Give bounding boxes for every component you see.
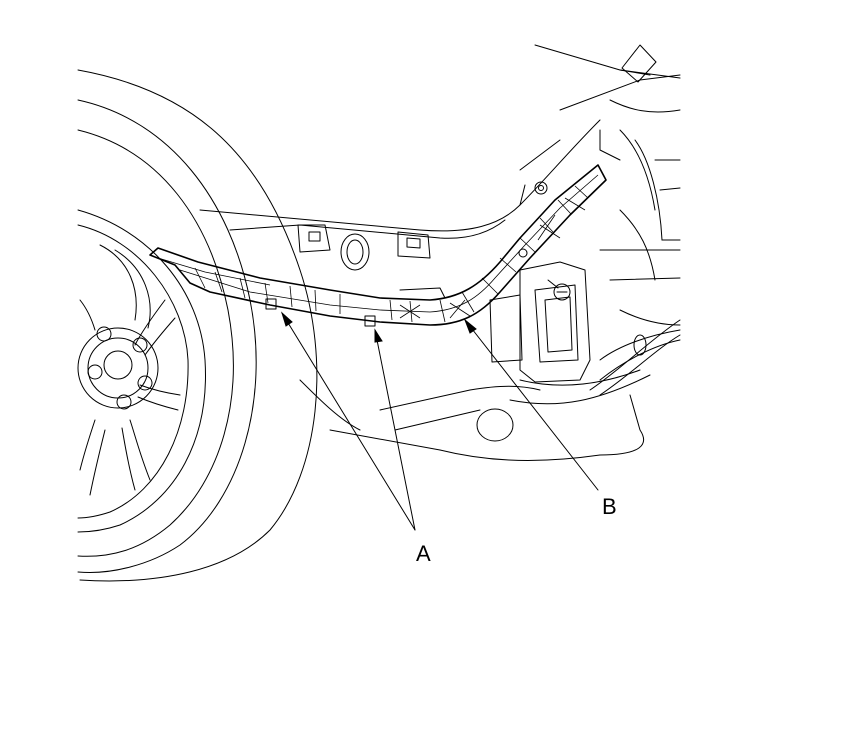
body-structure bbox=[199, 44, 681, 461]
bracket-tab bbox=[399, 287, 446, 299]
wheel-arch-outer bbox=[77, 69, 318, 582]
fender-top-edge bbox=[199, 119, 601, 232]
rim-outer bbox=[77, 224, 189, 519]
lamp-housing bbox=[489, 261, 591, 383]
rim-spokes bbox=[79, 244, 181, 496]
lug-nut bbox=[137, 375, 153, 391]
wheel-group bbox=[77, 69, 318, 582]
arrowhead-a-right bbox=[374, 328, 383, 343]
leader-b bbox=[464, 319, 599, 491]
leader-a-left bbox=[281, 312, 416, 531]
lug-nut bbox=[132, 337, 148, 353]
tire-outer bbox=[77, 99, 257, 573]
bumper-side-bracket bbox=[149, 164, 607, 326]
clip-right bbox=[364, 315, 376, 327]
mounting-screw bbox=[518, 248, 571, 301]
bracket-mount-holes bbox=[297, 181, 548, 271]
retaining-clips bbox=[265, 298, 376, 327]
fender-inner-panel bbox=[229, 219, 506, 239]
arrowhead-a-left bbox=[280, 311, 293, 327]
wire-harness bbox=[589, 319, 681, 391]
tag-marker bbox=[621, 44, 657, 83]
callout-label-b: B bbox=[602, 494, 617, 519]
bracket-outline bbox=[149, 164, 607, 326]
leader-lines bbox=[280, 311, 599, 531]
tire-tread-line bbox=[77, 129, 234, 557]
clip-left bbox=[265, 298, 277, 310]
bracket-ribs bbox=[194, 185, 589, 323]
body-drain-hole bbox=[476, 408, 514, 442]
callout-label-a: A bbox=[416, 541, 431, 566]
tire-sidewall bbox=[77, 209, 206, 533]
reference-hole bbox=[534, 181, 548, 195]
lug-nut bbox=[96, 326, 112, 342]
leader-a-right bbox=[374, 329, 416, 531]
wheel-hub bbox=[77, 326, 159, 410]
lug-nut bbox=[87, 364, 103, 380]
lug-nut bbox=[116, 394, 132, 410]
arrowhead-b bbox=[463, 318, 477, 334]
